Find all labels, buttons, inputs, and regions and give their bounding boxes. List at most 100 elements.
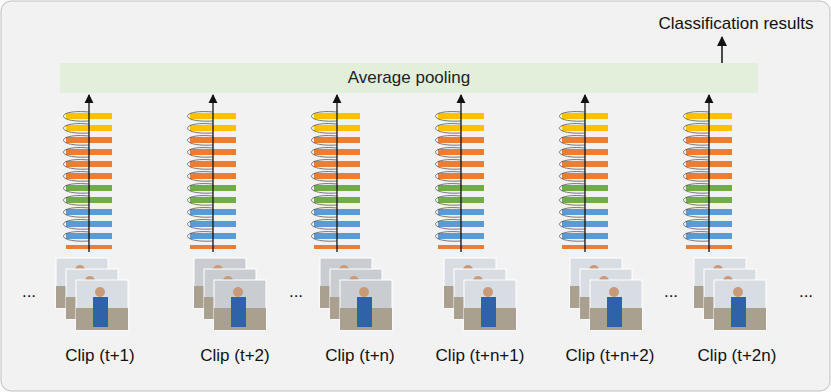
recurrent-loop — [64, 124, 90, 134]
recurrent-loop — [312, 112, 338, 122]
recurrent-loop — [436, 172, 462, 182]
recurrent-loop — [436, 136, 462, 146]
recurrent-loop — [560, 184, 586, 194]
clip-frames — [320, 258, 392, 330]
clip-caption: Clip (t+n+2) — [566, 347, 655, 366]
clip-caption: Clip (t+n+1) — [436, 347, 525, 366]
output-arrow — [721, 37, 723, 63]
recurrent-loop — [436, 232, 462, 242]
stack-arrow — [88, 95, 89, 252]
recurrent-loop — [312, 148, 338, 158]
recurrent-loop — [188, 184, 214, 194]
recurrent-loop — [436, 124, 462, 134]
recurrent-loop — [436, 160, 462, 170]
clip-caption: Clip (t+2n) — [698, 347, 777, 366]
recurrent-loop — [560, 208, 586, 218]
recurrent-loop — [684, 196, 710, 206]
recurrent-loop — [64, 160, 90, 170]
recurrent-loop — [436, 148, 462, 158]
recurrent-stacks — [64, 95, 733, 252]
recurrent-loop — [188, 196, 214, 206]
recurrent-loop — [684, 112, 710, 122]
video-frame — [214, 280, 266, 330]
recurrent-loop — [64, 220, 90, 230]
lstm-stack — [560, 95, 609, 252]
recurrent-loop — [436, 184, 462, 194]
video-frame — [340, 280, 392, 330]
recurrent-loop — [188, 136, 214, 146]
recurrent-loop — [188, 160, 214, 170]
frame-person-body — [607, 297, 622, 327]
frame-person-body — [231, 297, 246, 327]
recurrent-loop — [684, 136, 710, 146]
video-frame — [464, 280, 516, 330]
frame-person-head — [233, 287, 243, 297]
clip-frames — [570, 258, 642, 330]
recurrent-loop — [436, 112, 462, 122]
ellipsis: ... — [664, 283, 678, 302]
frame-person-head — [359, 287, 369, 297]
recurrent-loop — [188, 172, 214, 182]
recurrent-loop — [188, 232, 214, 242]
lstm-stack — [312, 95, 361, 252]
recurrent-loop — [312, 160, 338, 170]
frame-person-head — [733, 287, 743, 297]
recurrent-loop — [684, 184, 710, 194]
recurrent-loop — [560, 148, 586, 158]
lstm-stack — [188, 95, 237, 252]
recurrent-loop — [64, 148, 90, 158]
recurrent-loop — [188, 220, 214, 230]
recurrent-loop — [312, 136, 338, 146]
output-label: Classification results — [659, 15, 814, 34]
frame-person-head — [95, 287, 105, 297]
frame-person-body — [357, 297, 372, 327]
recurrent-loop — [188, 148, 214, 158]
recurrent-loop — [188, 124, 214, 134]
stack-arrow — [212, 95, 213, 252]
frame-person-body — [93, 297, 108, 327]
recurrent-loop — [64, 112, 90, 122]
recurrent-loop — [64, 172, 90, 182]
stack-arrow — [336, 95, 337, 252]
recurrent-loop — [560, 136, 586, 146]
recurrent-loop — [312, 232, 338, 242]
stack-arrow — [708, 95, 709, 252]
video-frame — [590, 280, 642, 330]
clip-frames — [56, 258, 128, 330]
lstm-stack — [64, 95, 113, 252]
recurrent-loop — [560, 232, 586, 242]
pooling-band: Average pooling — [60, 63, 758, 93]
recurrent-loop — [436, 208, 462, 218]
recurrent-loop — [684, 232, 710, 242]
recurrent-loop — [684, 124, 710, 134]
recurrent-loop — [188, 208, 214, 218]
video-frame — [714, 280, 766, 330]
recurrent-loop — [684, 220, 710, 230]
recurrent-loop — [312, 196, 338, 206]
recurrent-loop — [64, 136, 90, 146]
recurrent-loop — [560, 196, 586, 206]
recurrent-loop — [312, 172, 338, 182]
stack-arrow — [584, 95, 585, 252]
recurrent-loop — [436, 220, 462, 230]
clip-frames — [56, 258, 766, 330]
recurrent-loop — [312, 184, 338, 194]
recurrent-loop — [312, 220, 338, 230]
frame-person-head — [483, 287, 493, 297]
node-label: Average pooling — [348, 69, 471, 88]
clip-frames — [444, 258, 516, 330]
stack-arrow — [460, 95, 461, 252]
lstm-stack — [684, 95, 733, 252]
clip-caption: Clip (t+2) — [200, 347, 269, 366]
recurrent-loop — [684, 148, 710, 158]
recurrent-loop — [560, 172, 586, 182]
ellipsis: ... — [22, 283, 36, 302]
recurrent-loop — [312, 124, 338, 134]
recurrent-loop — [188, 112, 214, 122]
frame-person-head — [609, 287, 619, 297]
recurrent-loop — [64, 184, 90, 194]
recurrent-loop — [560, 220, 586, 230]
